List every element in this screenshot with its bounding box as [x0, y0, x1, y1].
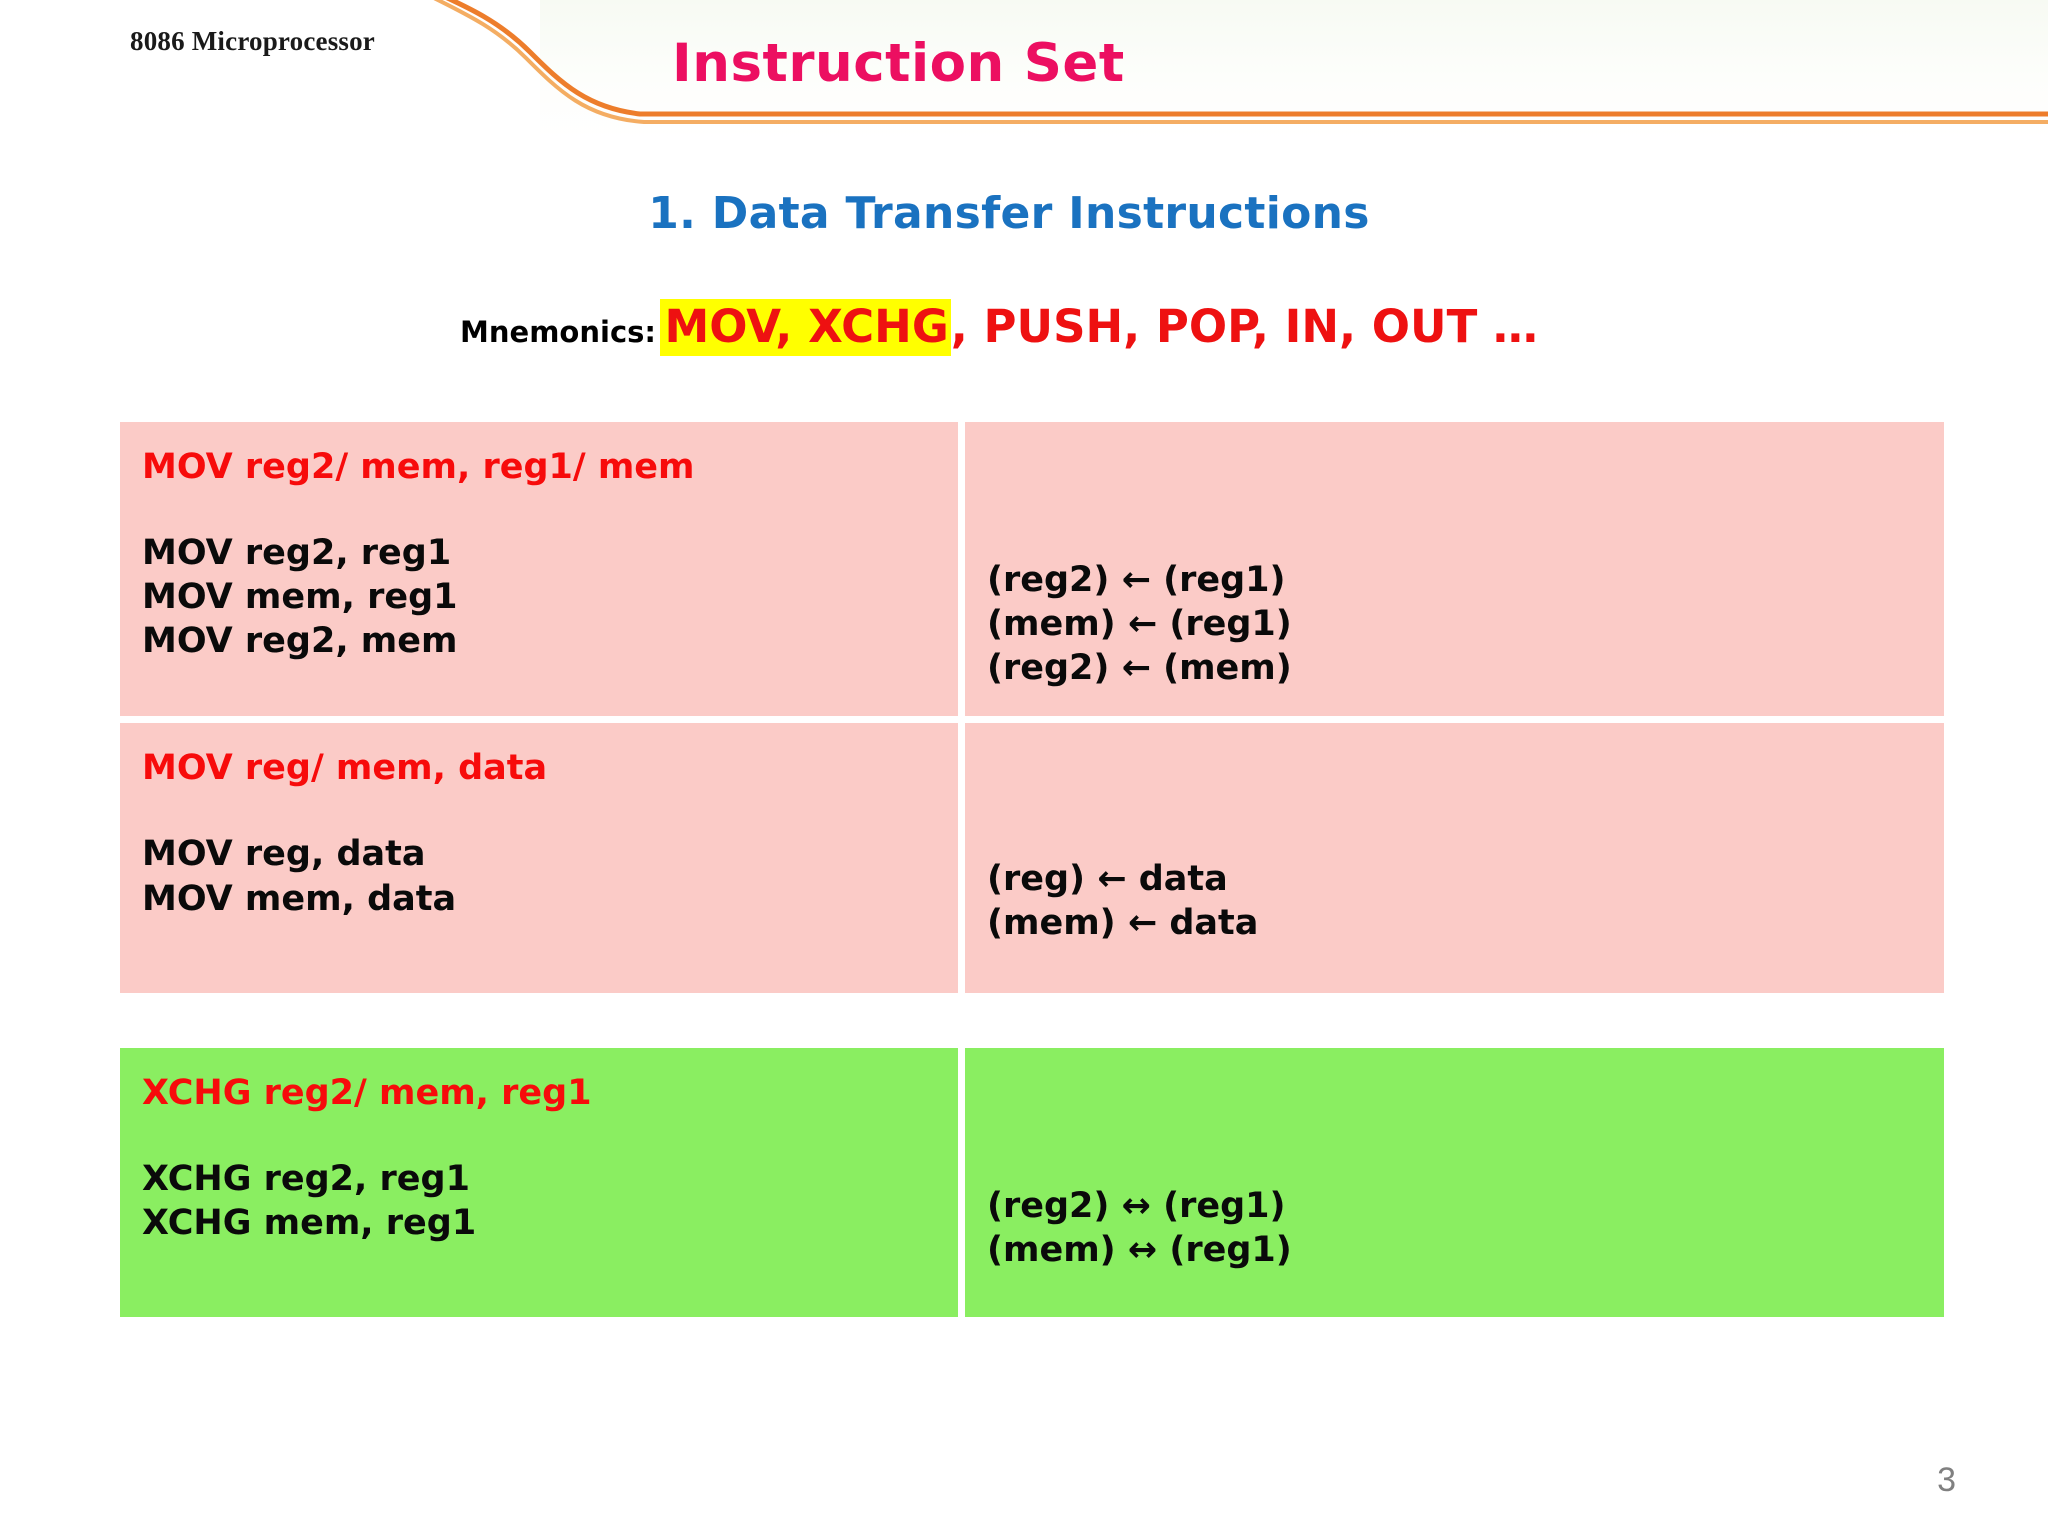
instruction-syntax-title: MOV reg/ mem, data: [142, 748, 548, 789]
table-row: XCHG reg2/ mem, reg1 XCHG reg2, reg1 XCH…: [120, 1048, 1944, 1318]
instruction-line: MOV mem, reg1: [142, 577, 458, 618]
instruction-syntax-title: XCHG reg2/ mem, reg1: [142, 1073, 592, 1113]
operation-line: (reg2) ← (mem): [987, 648, 1292, 689]
table-cell-operation: (reg) ← data (mem) ← data: [965, 723, 1944, 993]
operation-list: (reg) ← data (mem) ← data: [987, 749, 1944, 945]
table-cell-operation: (reg2) ↔ (reg1) (mem) ↔ (reg1): [965, 1048, 1944, 1318]
table-cell-syntax: MOV reg/ mem, data MOV reg, data MOV mem…: [120, 723, 958, 993]
deck-subject-label: 8086 Microprocessor: [130, 26, 375, 56]
instruction-list: MOV reg2, reg1 MOV mem, reg1 MOV reg2, m…: [142, 531, 958, 663]
table-row: MOV reg2/ mem, reg1/ mem MOV reg2, reg1 …: [120, 422, 1944, 717]
instruction-line: XCHG mem, reg1: [142, 1203, 477, 1244]
header-background-panel: [540, 0, 2048, 140]
slide-title: Instruction Set: [672, 33, 1125, 94]
table-cell-operation: (reg2) ← (reg1) (mem) ← (reg1) (reg2) ← …: [965, 422, 1944, 717]
slide-header: 8086 Microprocessor Instruction Set: [0, 0, 2048, 152]
instruction-syntax-title: MOV reg2/ mem, reg1/ mem: [142, 447, 695, 487]
instruction-line: XCHG reg2, reg1: [142, 1159, 470, 1200]
cell-bottom-spacer: [142, 921, 958, 967]
mnemonics-remaining-text: , PUSH, POP, IN, OUT …: [950, 300, 1538, 353]
mnemonics-inner: Mnemonics: MOV, XCHG, PUSH, POP, IN, OUT…: [460, 299, 1538, 356]
operation-list: (reg2) ↔ (reg1) (mem) ↔ (reg1): [987, 1074, 1944, 1272]
mnemonics-line: Mnemonics: MOV, XCHG, PUSH, POP, IN, OUT…: [0, 299, 2048, 356]
operation-line: (mem) ← (reg1): [987, 604, 1292, 645]
table-row: MOV reg/ mem, data MOV reg, data MOV mem…: [120, 723, 1944, 993]
xchg-instruction-table: XCHG reg2/ mem, reg1 XCHG reg2, reg1 XCH…: [120, 1048, 1944, 1318]
header-swoosh-divider-icon: [433, 0, 2048, 124]
page-number: 3: [1937, 1461, 1956, 1499]
operation-line: (mem) ↔ (reg1): [987, 1230, 1292, 1271]
cell-bottom-spacer: [142, 1245, 958, 1291]
table-cell-syntax: XCHG reg2/ mem, reg1 XCHG reg2, reg1 XCH…: [120, 1048, 958, 1318]
mnemonics-highlighted-text: MOV, XCHG: [660, 299, 951, 356]
operation-line: (reg) ← data: [987, 859, 1228, 900]
operation-line: (reg2) ↔ (reg1): [987, 1186, 1286, 1226]
table-cell-syntax: MOV reg2/ mem, reg1/ mem MOV reg2, reg1 …: [120, 422, 958, 717]
instruction-line: MOV reg2, reg1: [142, 533, 452, 574]
instruction-line: MOV reg2, mem: [142, 621, 458, 662]
mov-instruction-table: MOV reg2/ mem, reg1/ mem MOV reg2, reg1 …: [120, 422, 1944, 993]
instruction-line: MOV reg, data: [142, 834, 426, 875]
operation-list: (reg2) ← (reg1) (mem) ← (reg1) (reg2) ← …: [987, 448, 1944, 690]
section-heading: 1. Data Transfer Instructions: [0, 188, 2048, 239]
instruction-list: XCHG reg2, reg1 XCHG mem, reg1: [142, 1157, 958, 1245]
mnemonics-label: Mnemonics:: [460, 315, 656, 349]
instruction-line: MOV mem, data: [142, 878, 457, 919]
operation-line: (mem) ← data: [987, 903, 1259, 944]
operation-line: (reg2) ← (reg1): [987, 560, 1286, 600]
instruction-list: MOV reg, data MOV mem, data: [142, 832, 958, 920]
section-heading-text: 1. Data Transfer Instructions: [648, 188, 1370, 239]
